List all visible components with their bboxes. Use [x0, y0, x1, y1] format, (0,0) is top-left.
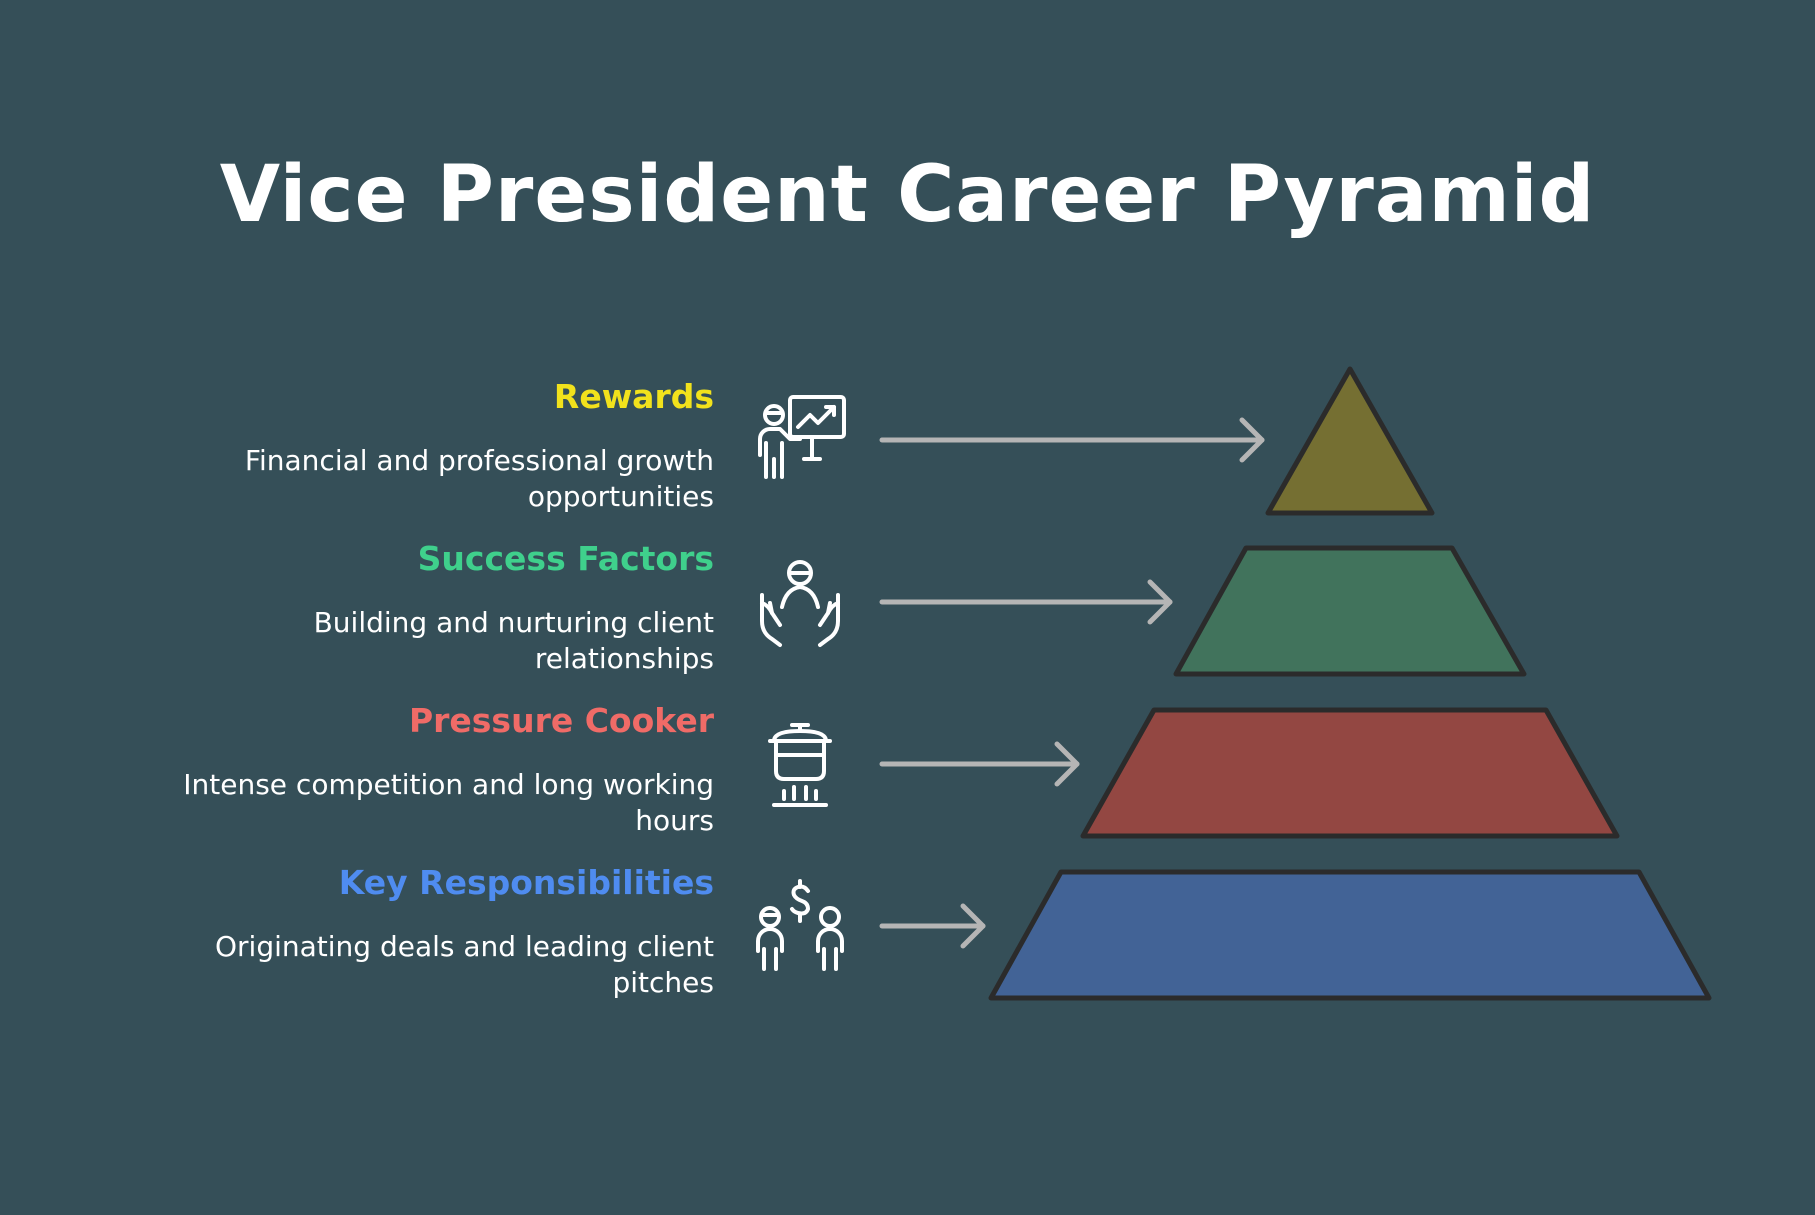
pyramid-tier-key-responsibilities [988, 869, 1712, 1001]
hands-holding-person-icon [760, 560, 840, 647]
tier-description-key-responsibilities: Originating deals and leading client pit… [214, 930, 714, 999]
pyramid-tier-pressure-cooker [1080, 707, 1620, 839]
tier-success-factors: Success Factors Building and nurturing c… [154, 539, 714, 677]
presentation-growth-icon [758, 395, 846, 479]
tier-description-success-factors: Building and nurturing client relationsh… [313, 606, 714, 675]
tier-description-rewards: Financial and professional growth opport… [244, 444, 714, 513]
connector-arrows [879, 417, 1265, 949]
cooking-pot-icon [768, 723, 832, 807]
tier-heading-success-factors: Success Factors [417, 539, 714, 578]
arrow-success-factors [879, 579, 1173, 625]
pyramid-tier-rewards [1265, 366, 1435, 516]
tier-heading-key-responsibilities: Key Responsibilities [338, 863, 714, 902]
arrow-pressure-cooker [879, 741, 1080, 787]
tier-heading-rewards: Rewards [553, 377, 714, 416]
tier-key-responsibilities: Key Responsibilities Originating deals a… [154, 863, 714, 1001]
pyramid [988, 366, 1712, 1001]
people-dollar-icon [756, 879, 844, 971]
tier-heading-pressure-cooker: Pressure Cooker [408, 701, 714, 740]
tier-rewards: Rewards Financial and professional growt… [154, 377, 714, 515]
arrow-key-responsibilities [879, 903, 986, 949]
tier-pressure-cooker: Pressure Cooker Intense competition and … [154, 701, 714, 839]
page-title: Vice President Career Pyramid [219, 150, 1596, 240]
tier-description-pressure-cooker: Intense competition and long working hou… [183, 768, 714, 837]
pyramid-tier-success-factors [1173, 545, 1527, 677]
arrow-rewards [879, 417, 1265, 463]
